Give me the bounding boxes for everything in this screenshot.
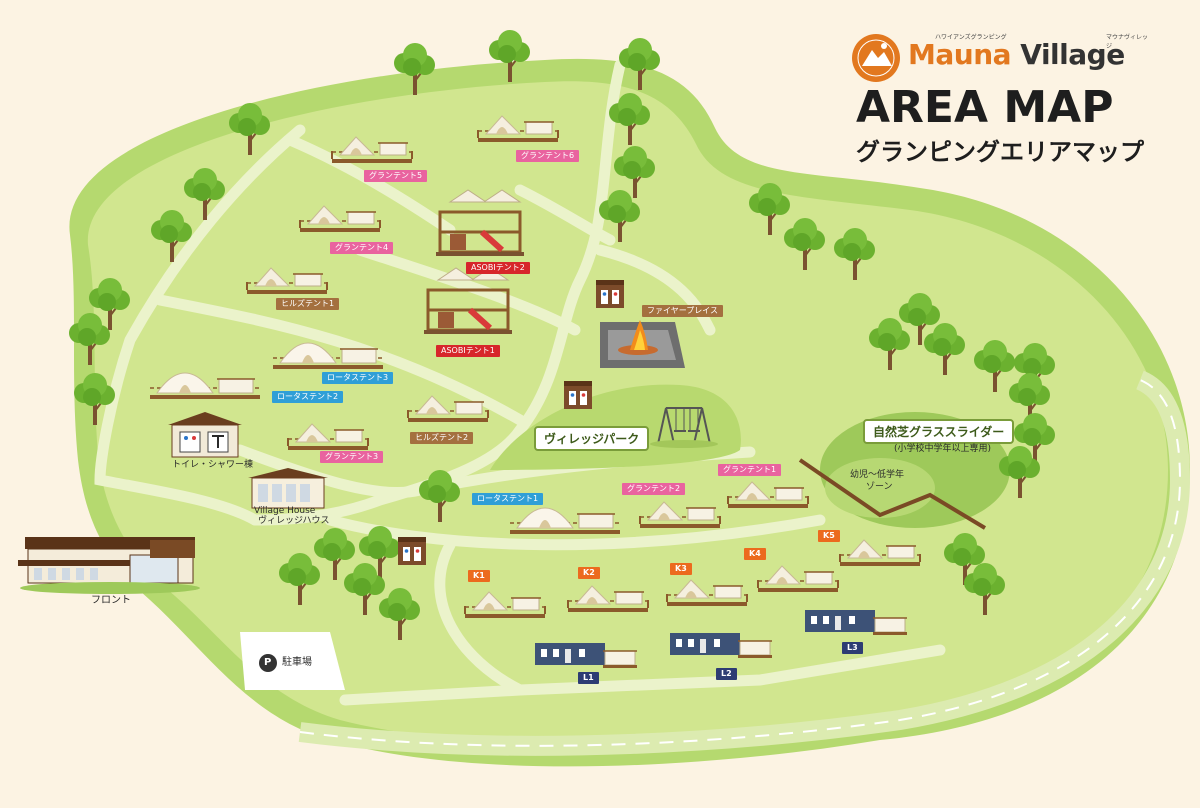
label-glamp-tent-5[interactable]: グランテント5: [364, 170, 428, 182]
label-glamp-tent-1[interactable]: グランテント1: [718, 464, 782, 476]
label-toilet-shower[interactable]: トイレ・シャワー棟: [172, 460, 254, 470]
shower-building: [168, 412, 242, 458]
label-asobi-tent-1[interactable]: ASOBIテント1: [436, 345, 500, 357]
page-title: AREA MAP: [856, 82, 1114, 133]
label-lotus-tent-1[interactable]: ロータステント1: [472, 493, 544, 505]
label-glamp-tent-4[interactable]: グランテント4: [330, 242, 394, 254]
label-cabin-k1[interactable]: K1: [468, 570, 490, 582]
label-cabin-l2[interactable]: L2: [716, 668, 737, 680]
label-cabin-k2[interactable]: K2: [578, 567, 600, 579]
label-glamp-tent-3[interactable]: グランテント3: [320, 451, 384, 463]
label-cabin-k4[interactable]: K4: [744, 548, 766, 560]
label-grass-slider-note: (小学校中学年以上専用): [894, 444, 992, 454]
slider-fence: [798, 458, 987, 530]
brand-name: Mauna Village: [908, 38, 1125, 71]
brand-name-part1: Mauna: [908, 38, 1012, 71]
brand-kana-right: マウナヴィレッジ: [1106, 34, 1149, 50]
label-village-park[interactable]: ヴィレッジパーク: [534, 426, 650, 451]
label-cabin-k3[interactable]: K3: [670, 563, 692, 575]
front-building: [18, 537, 200, 594]
brand-logo-icon: [852, 34, 900, 82]
label-grass-slider[interactable]: 自然芝グラススライダー: [863, 419, 1015, 444]
label-fireplace[interactable]: ファイヤープレイス: [642, 305, 724, 317]
label-kids-zone-line2: ゾーン: [866, 482, 893, 492]
swing-icon: [650, 407, 718, 448]
label-asobi-tent-2[interactable]: ASOBIテント2: [466, 262, 530, 274]
page-subtitle: グランピングエリアマップ: [856, 138, 1144, 166]
label-parking[interactable]: 駐車場: [282, 657, 312, 668]
brand-kana-left: ハワイアンズグランピング: [935, 34, 1007, 41]
label-glamp-tent-6[interactable]: グランテント6: [516, 150, 580, 162]
label-cabin-l1[interactable]: L1: [578, 672, 599, 684]
village-house-building: [248, 468, 328, 509]
label-cabin-l3[interactable]: L3: [842, 642, 863, 654]
parking-icon-letter: P: [264, 657, 272, 668]
label-hills-tent-2[interactable]: ヒルズテント2: [410, 432, 474, 444]
brand-name-part2: Village: [1020, 38, 1125, 71]
label-kids-zone-line1: 幼児～低学年: [850, 470, 905, 480]
label-hills-tent-1[interactable]: ヒルズテント1: [276, 298, 340, 310]
label-glamp-tent-2[interactable]: グランテント2: [622, 483, 686, 495]
parking-icon: [259, 654, 277, 672]
label-front[interactable]: フロント: [91, 595, 131, 606]
label-cabin-k5[interactable]: K5: [818, 530, 840, 542]
label-village-house-en[interactable]: Village House: [254, 506, 316, 516]
parking-lot: [240, 632, 345, 690]
label-lotus-tent-2[interactable]: ロータステント2: [272, 391, 344, 403]
label-village-house-jp[interactable]: ヴィレッジハウス: [258, 516, 330, 526]
label-lotus-tent-3[interactable]: ロータステント3: [322, 372, 394, 384]
campfire-icon: [618, 320, 658, 355]
